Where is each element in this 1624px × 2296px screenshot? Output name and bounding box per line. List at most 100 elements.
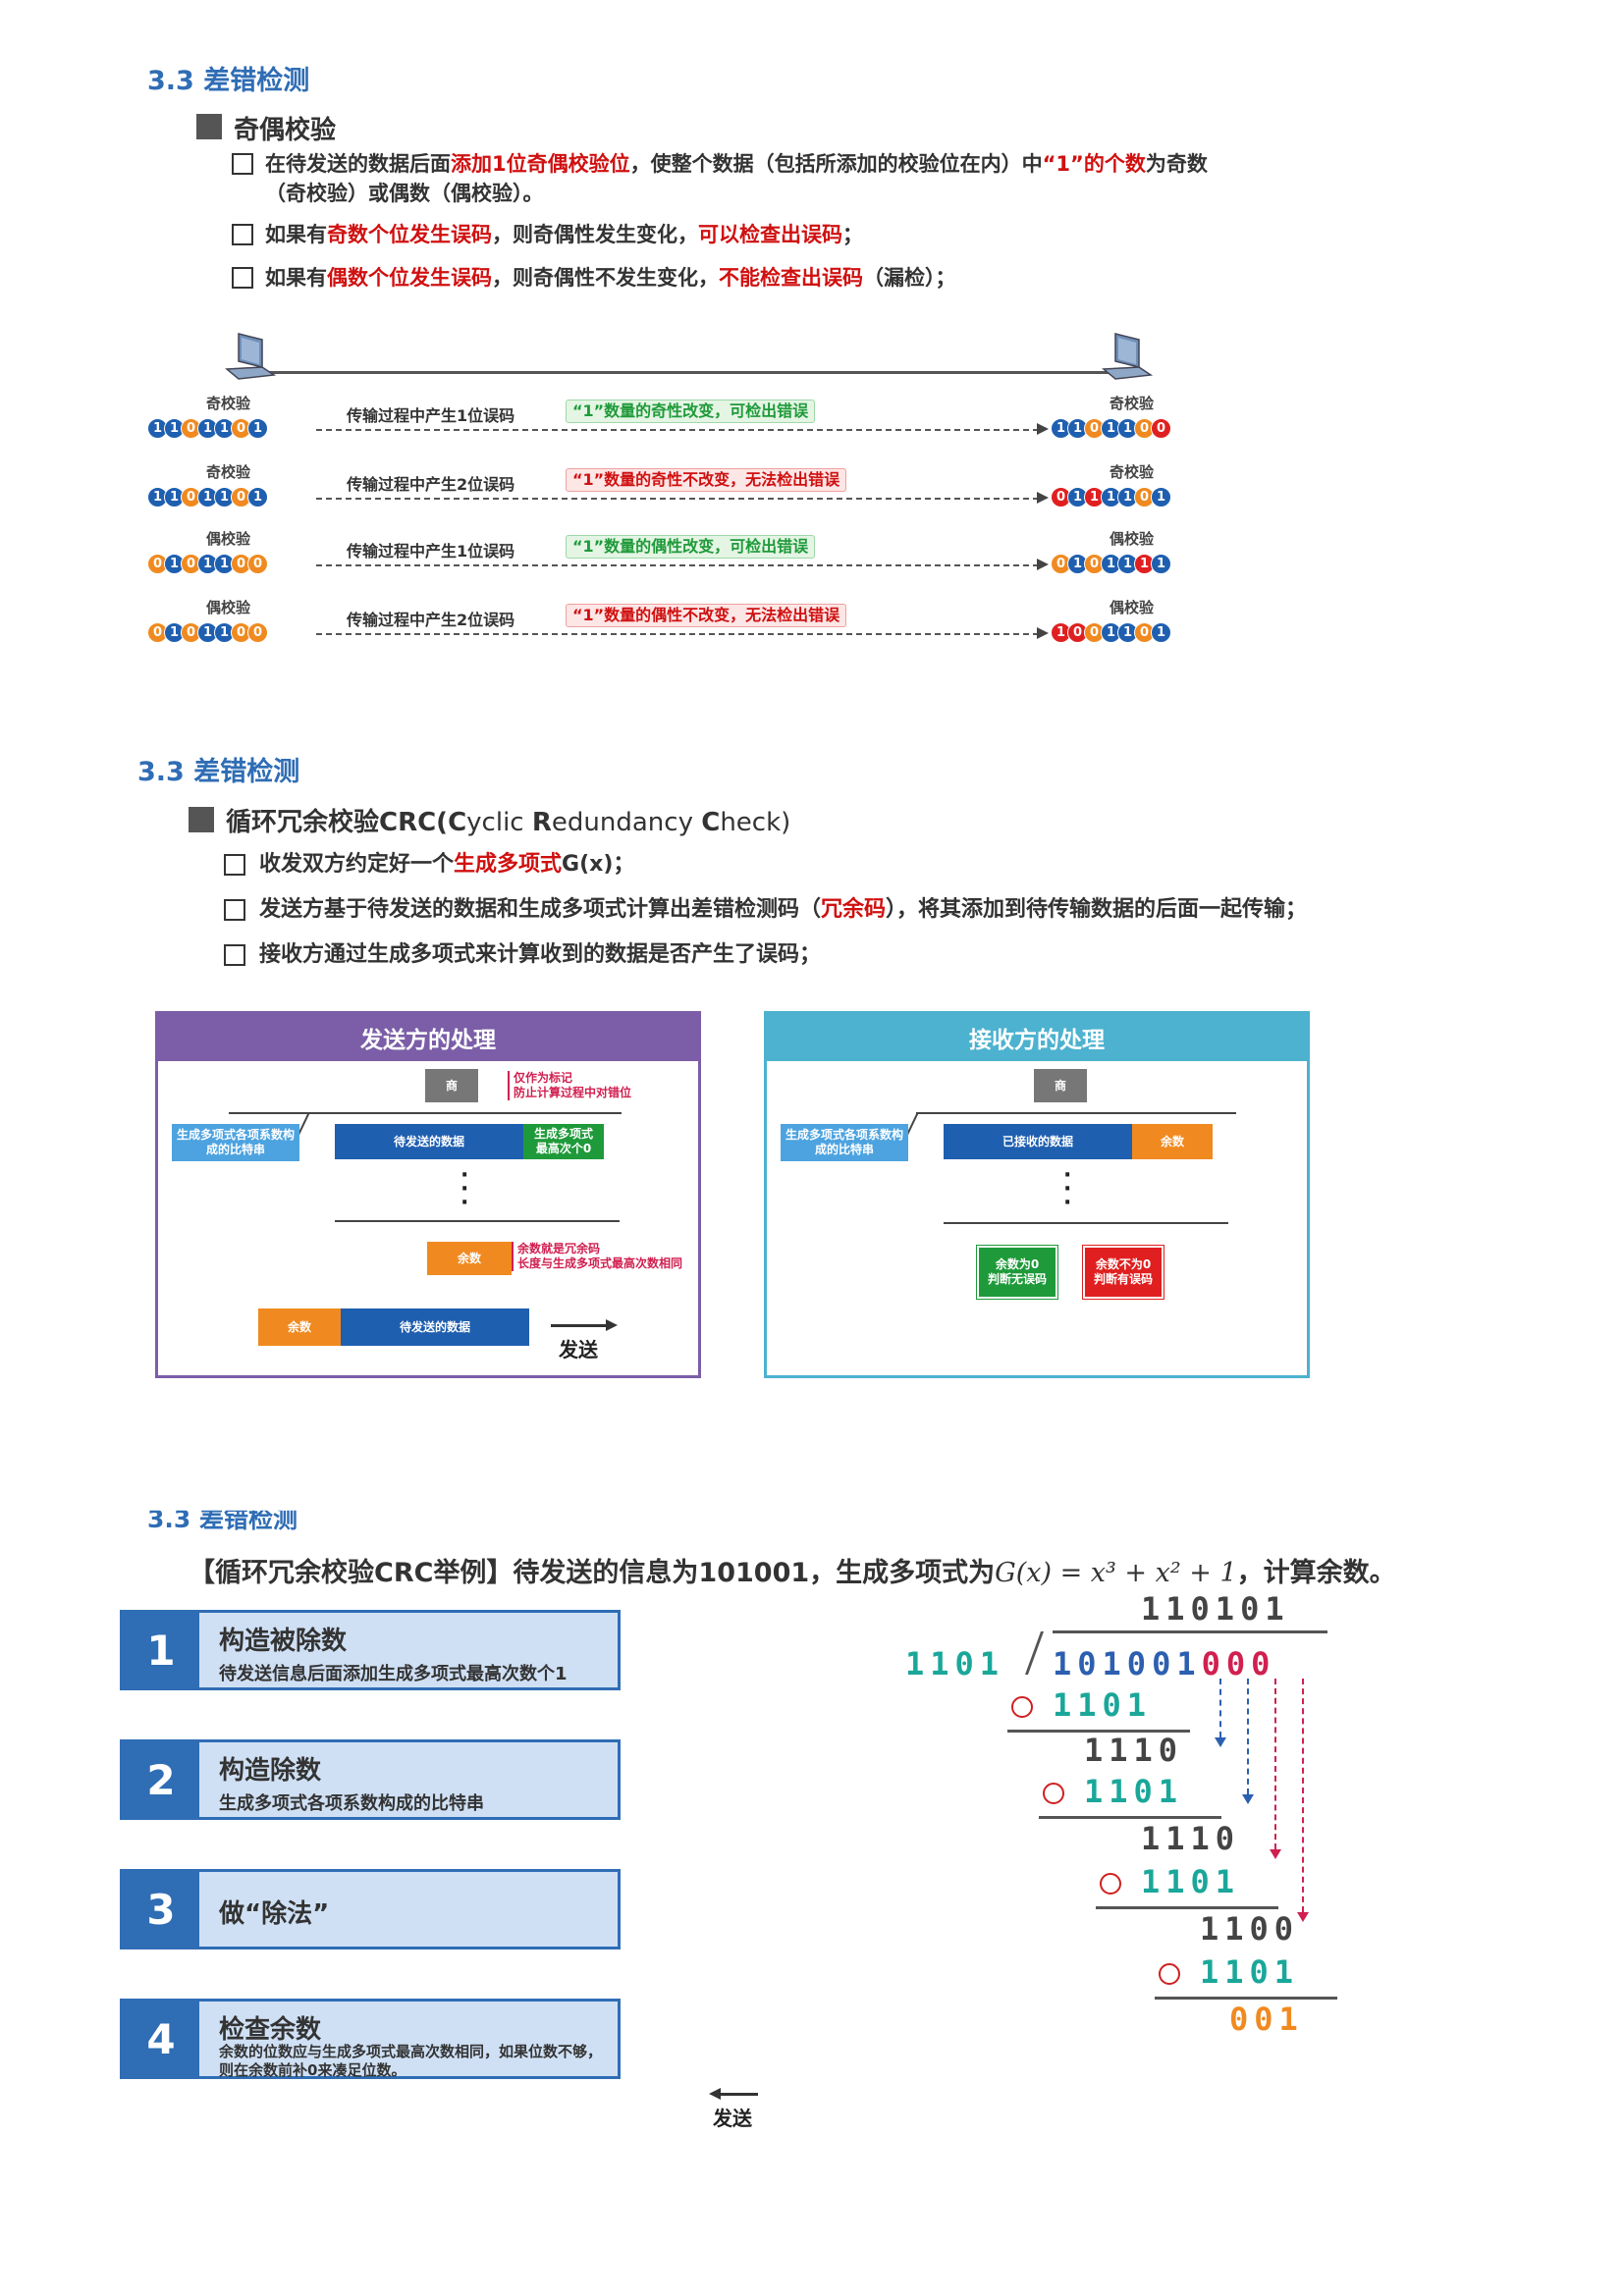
bullet-segment: ，使整个数据（包括所添加的校验位在内）中 — [629, 152, 1043, 176]
bullet-segment: 生成多项式 — [454, 852, 563, 877]
quotient-box: 商 — [1034, 1069, 1087, 1102]
result-tag: “1”数量的偶性不改变，无法检出错误 — [566, 604, 847, 627]
transfer-label: 传输过程中产生2位误码 — [347, 611, 515, 629]
remainder-box: 余数 — [427, 1242, 512, 1275]
crc-subheading: 循环冗余校验CRC(Cyclic Redundancy Check) — [226, 808, 791, 837]
result-tag: “1”数量的奇性改变，可检出错误 — [566, 400, 816, 423]
bullet-segment: “1”的个数 — [1042, 152, 1146, 176]
transfer-line — [316, 429, 1039, 431]
send-remainder-box: 余数 — [258, 1308, 341, 1346]
xor-icon — [1011, 1696, 1033, 1718]
laptop-icon — [221, 330, 280, 393]
result-tag: “1”数量的奇性不改变，无法检出错误 — [566, 468, 847, 492]
step-title: 构造被除数 — [219, 1627, 348, 1656]
ellipsis-dots: ··· — [460, 1163, 469, 1215]
dividend-zeros: 000 — [1201, 1645, 1276, 1682]
bit: 1 — [247, 487, 268, 507]
division-bar — [229, 1112, 622, 1114]
bit: 1 — [1051, 622, 1071, 643]
bit: 1 — [164, 487, 185, 507]
send-label: 发送 — [713, 2107, 752, 2130]
bit: 1 — [1151, 487, 1171, 507]
laptop-icon — [1098, 330, 1157, 393]
subtract-row: 1101 — [1084, 1773, 1184, 1810]
transfer-arrowhead — [1037, 492, 1049, 504]
bit: 1 — [1151, 554, 1171, 574]
subtract-row: 1101 — [1141, 1863, 1241, 1900]
receiver-panel: 接收方的处理 商 生成多项式各项系数构成的比特串 已接收的数据 余数 ··· 余… — [764, 1011, 1310, 1378]
partial-remainder: 1110 — [1141, 1820, 1241, 1857]
checkbox-icon — [232, 153, 253, 175]
bullet-segment: 添加1位奇偶校验位 — [451, 152, 630, 176]
division-bracket — [1024, 1631, 1045, 1675]
left-parity-label: 奇校验 — [206, 395, 251, 412]
subtraction-bar — [1155, 1997, 1337, 2000]
xor-icon — [1043, 1783, 1064, 1804]
send-arrowhead — [709, 2088, 721, 2100]
received-data-box: 已接收的数据 — [944, 1124, 1132, 1159]
step-number: 2 — [123, 1742, 199, 1817]
send-arrow — [551, 1324, 610, 1327]
step-number: 3 — [123, 1872, 199, 1947]
bullet-segment: ，则奇偶性发生变化， — [492, 223, 698, 246]
checkbox-icon — [232, 267, 253, 289]
remainder-box: 余数 — [1132, 1124, 1213, 1159]
subtraction-bar — [1096, 1906, 1278, 1909]
bit: 1 — [164, 418, 185, 439]
remainder-note: 余数就是冗余码长度与生成多项式最高次数相同 — [512, 1242, 682, 1271]
step-title: 构造除数 — [219, 1756, 322, 1786]
xor-icon — [1100, 1873, 1121, 1895]
send-arrowhead — [606, 1319, 618, 1331]
checkbox-icon — [224, 944, 245, 966]
bit: 1 — [147, 418, 168, 439]
bit: 0 — [247, 622, 268, 643]
data-box: 待发送的数据 — [335, 1124, 523, 1159]
bring-down-line — [1219, 1679, 1221, 1737]
transfer-label: 传输过程中产生1位误码 — [347, 542, 515, 561]
send-data-box: 待发送的数据 — [341, 1308, 529, 1346]
quotient-box: 商 — [425, 1069, 478, 1102]
right-parity-label: 奇校验 — [1110, 395, 1155, 412]
bring-down-line — [1274, 1679, 1276, 1849]
section1-heading: 3.3 差错检测 — [147, 66, 310, 96]
send-arrow — [713, 2093, 758, 2096]
partial-remainder: 1110 — [1084, 1732, 1184, 1769]
parity-subheading: 奇偶校验 — [234, 116, 337, 145]
sender-panel: 发送方的处理 商 仅作为标记防止计算过程中对错位 生成多项式各项系数构成的比特串… — [155, 1011, 701, 1378]
bit: 1 — [247, 418, 268, 439]
transfer-label: 传输过程中产生1位误码 — [347, 406, 515, 425]
send-label: 发送 — [559, 1338, 598, 1362]
bullet-segment: ），将其添加到待传输数据的后面一起传输； — [886, 897, 1308, 922]
bit: 1 — [1117, 487, 1138, 507]
bit: 1 — [164, 554, 185, 574]
division-bar — [916, 1112, 1236, 1114]
bullet-segment: 偶数个位发生误码 — [327, 266, 492, 290]
partial-remainder: 1100 — [1200, 1910, 1300, 1948]
bit: 0 — [1134, 622, 1155, 643]
remainder: 001 — [1229, 2001, 1304, 2038]
step-subtitle: 待发送信息后面添加生成多项式最高次数个1 — [219, 1664, 568, 1684]
right-parity-label: 偶校验 — [1110, 530, 1155, 548]
quotient: 110101 — [1141, 1590, 1290, 1628]
transfer-line — [316, 564, 1039, 566]
subtraction-bar — [1039, 1816, 1221, 1819]
transfer-line — [316, 633, 1039, 635]
transfer-arrowhead — [1037, 627, 1049, 639]
transfer-label: 传输过程中产生2位误码 — [347, 475, 515, 494]
bullet-segment: 如果有 — [265, 223, 327, 246]
remainder-bar — [944, 1222, 1228, 1224]
crc-bullet-text: 发送方基于待发送的数据和生成多项式计算出差错检测码（冗余码），将其添加到待传输数… — [259, 895, 1388, 925]
bullet-segment: （漏检）； — [863, 266, 956, 290]
bit: 1 — [197, 622, 218, 643]
left-parity-label: 偶校验 — [206, 530, 251, 548]
right-parity-label: 奇校验 — [1110, 463, 1155, 481]
